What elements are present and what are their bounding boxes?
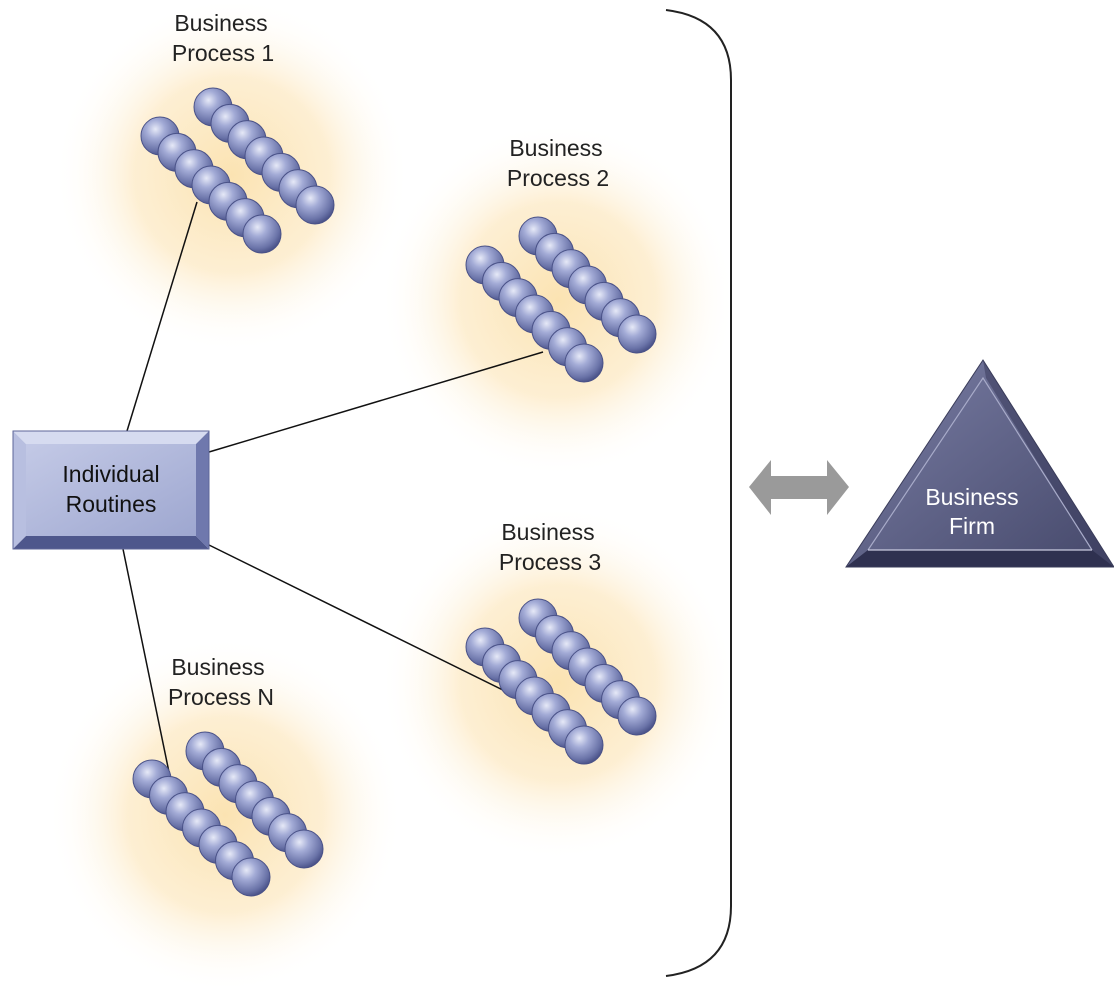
routines-label-line1: Individual [62, 461, 159, 487]
process-1-label-line1: Business [174, 10, 267, 36]
process-n-ball-chains [132, 731, 324, 897]
connector-process-3 [208, 544, 518, 698]
firm-label-line1: Business [925, 484, 1018, 510]
individual-routines-box: Individual Routines [12, 430, 210, 550]
process-2-ball [564, 343, 604, 383]
process-2-ball-chains [465, 216, 657, 383]
process-1-glow [54, 0, 410, 353]
process-3-ball-chains [465, 598, 657, 765]
process-1-label-line2: Process 1 [172, 40, 274, 66]
process-3-glow [380, 505, 736, 861]
connector-process-1 [126, 201, 198, 432]
double-arrow-icon [749, 460, 849, 515]
firm-label-line2: Firm [949, 513, 995, 539]
process-n-ball [231, 857, 271, 897]
connector-lines [122, 201, 544, 778]
process-3-label-line2: Process 3 [499, 549, 601, 575]
process-3-label-line1: Business [501, 519, 594, 545]
process-3-ball [617, 696, 657, 736]
business-firm-triangle: Business Firm [845, 359, 1114, 568]
process-1-label: Business Process 1 [172, 10, 274, 66]
process-3-label: Business Process 3 [499, 519, 601, 575]
routines-label-line2: Routines [66, 491, 157, 517]
process-n-label-line1: Business [171, 654, 264, 680]
process-n-ball [284, 829, 324, 869]
process-2-label-line1: Business [509, 135, 602, 161]
connector-process-n [122, 548, 171, 778]
process-2-ball [617, 314, 657, 354]
process-1-ball [295, 185, 335, 225]
process-n-glow [47, 637, 403, 993]
process-1-ball [242, 214, 282, 254]
process-2-label: Business Process 2 [507, 135, 609, 191]
process-2-glow [380, 122, 736, 478]
process-1-ball-chains [140, 87, 335, 254]
process-2-label-line2: Process 2 [507, 165, 609, 191]
right-bracket [665, 9, 732, 977]
process-3-ball [564, 725, 604, 765]
connector-process-2 [208, 351, 544, 453]
process-n-label-line2: Process N [168, 684, 274, 710]
process-n-label: Business Process N [168, 654, 274, 710]
